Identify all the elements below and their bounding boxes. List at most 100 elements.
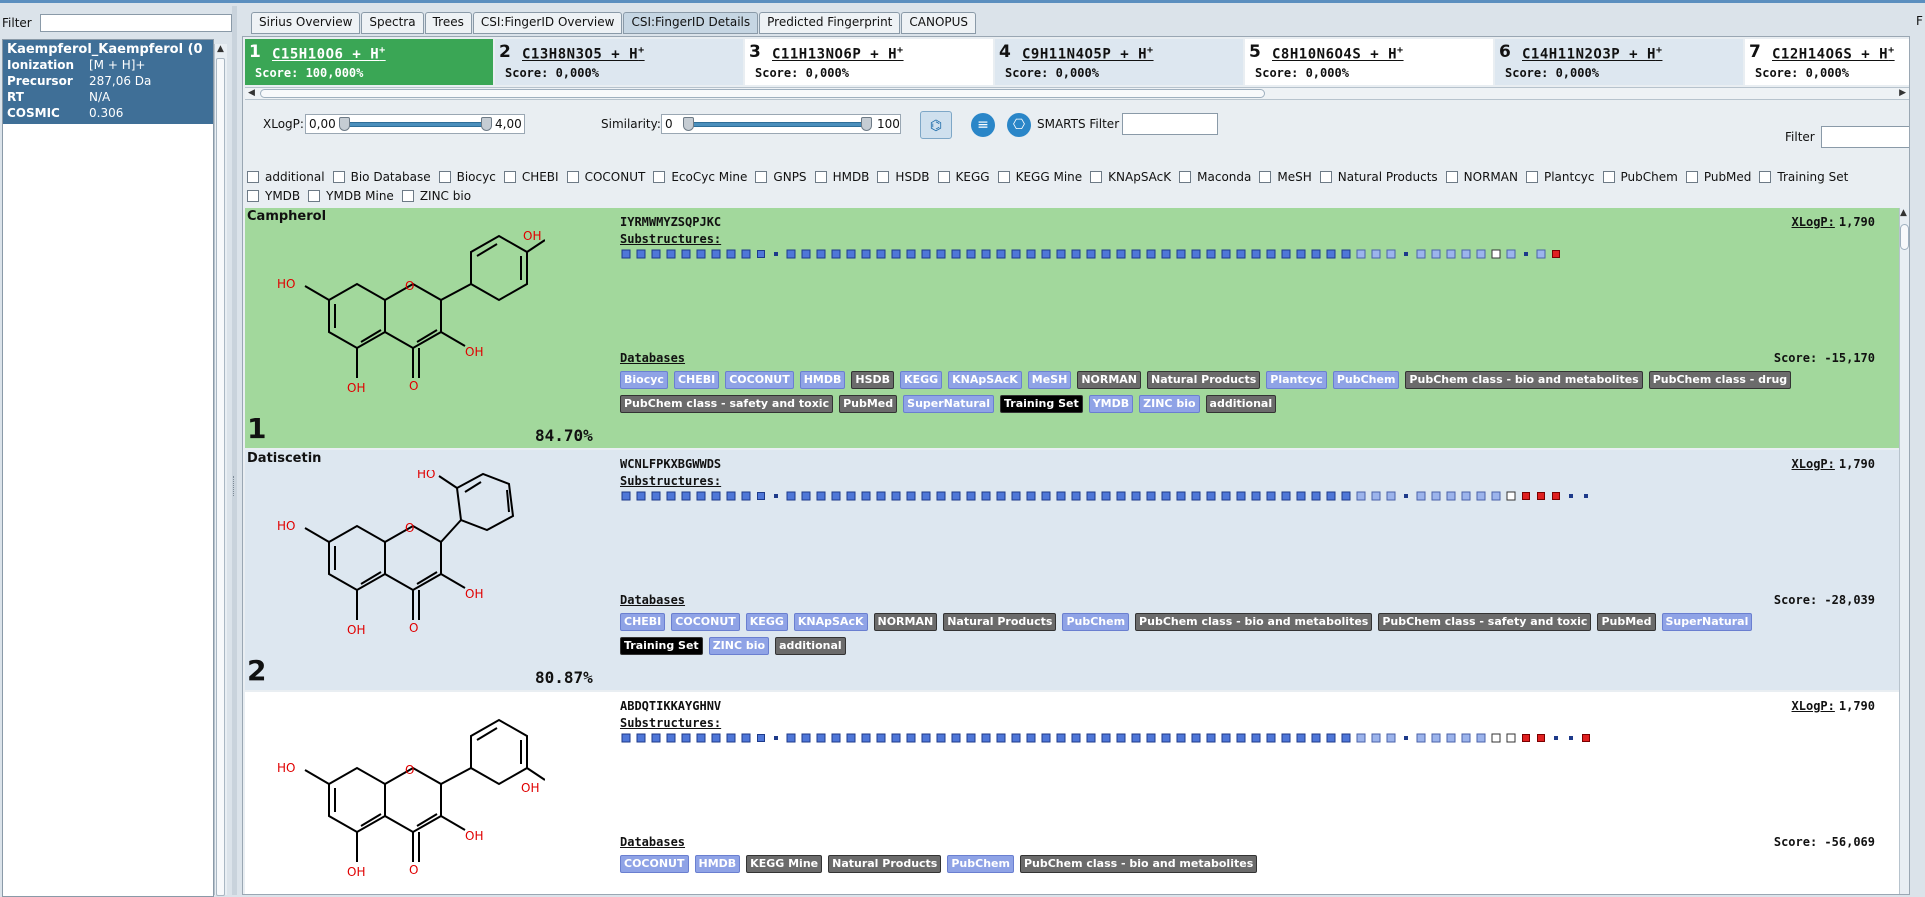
checkbox-box[interactable] [1090,170,1103,183]
tab-predicted-fingerprint[interactable]: Predicted Fingerprint [759,12,901,34]
scroll-up-icon[interactable]: ▲ [217,44,224,54]
checkbox-box[interactable] [1445,170,1458,183]
database-tag[interactable]: PubChem [947,855,1014,873]
tab-csi-fingerid-overview[interactable]: CSI:FingerID Overview [472,12,623,34]
database-tag[interactable]: PubChem class - bio and metabolites [1019,855,1258,873]
candidate-row-2[interactable]: Datiscetin O H [245,450,1905,690]
checkbox-box[interactable] [1319,170,1332,183]
database-checkbox-natural-products[interactable]: Natural Products [1319,167,1438,186]
database-tag[interactable]: KEGG [745,613,788,631]
candidate-strip-scrollbar[interactable]: ◀ ▶ [245,87,1909,100]
database-checkbox-coconut[interactable]: COCONUT [566,167,645,186]
candidate-filter-input[interactable] [1821,126,1909,148]
database-checkbox-training-set[interactable]: Training Set [1759,167,1848,186]
database-tag[interactable]: KEGG [900,371,943,389]
substructure-fingerprint[interactable] [620,248,1620,262]
database-tag[interactable]: Natural Products [1147,371,1261,389]
substructure-fingerprint[interactable] [620,732,1620,746]
checkbox-box[interactable] [247,170,259,183]
database-tag[interactable]: PubChem class - bio and metabolites [1135,613,1373,631]
slider-max-knob[interactable] [481,117,492,131]
checkbox-box[interactable] [937,170,950,183]
panel-splitter[interactable] [232,6,237,895]
database-checkbox-additional[interactable]: additional [247,167,325,186]
scrollbar-thumb[interactable] [216,58,225,896]
tab-trees[interactable]: Trees [424,12,472,34]
experiment-filter-input[interactable] [39,14,232,32]
checkbox-box[interactable] [997,170,1010,183]
formula-candidate-1[interactable]: 1 C15H10O6 + H+ Score: 100,000% [245,39,493,85]
database-checkbox-bio-database[interactable]: Bio Database [332,167,431,186]
tab-csi-fingerid-details[interactable]: CSI:FingerID Details [623,12,759,34]
checkbox-box[interactable] [247,189,259,202]
filter-toggle-icon[interactable]: ⌬ [920,111,952,139]
database-tag[interactable]: HMDB [694,855,741,873]
database-checkbox-pubchem[interactable]: PubChem [1602,167,1678,186]
database-checkbox-kegg[interactable]: KEGG [937,167,990,186]
database-checkbox-plantcyc[interactable]: Plantcyc [1525,167,1595,186]
database-checkbox-zinc-bio[interactable]: ZINC bio [401,186,471,205]
database-tag[interactable]: YMDB [1088,395,1134,413]
checkbox-box[interactable] [877,170,890,183]
experiment-list-scrollbar[interactable]: ▲ [214,44,227,896]
database-checkbox-hmdb[interactable]: HMDB [814,167,869,186]
checkbox-box[interactable] [1259,170,1272,183]
checkbox-box[interactable] [653,170,666,183]
database-tag[interactable]: PubChem class - safety and toxic [1378,613,1592,631]
similarity-range-slider[interactable]: 0 100 [661,114,901,134]
database-tag[interactable]: MeSH [1027,371,1072,389]
database-tag[interactable]: Biocyc [620,371,668,389]
database-tag[interactable]: Natural Products [828,855,942,873]
database-tag[interactable]: ZINC bio [708,637,770,655]
xlogp-range-slider[interactable]: 0,00 4,00 [305,114,525,134]
database-tag[interactable]: KEGG Mine [746,855,823,873]
database-checkbox-norman[interactable]: NORMAN [1445,167,1518,186]
scroll-left-icon[interactable]: ◀ [248,88,255,98]
database-checkbox-maconda[interactable]: Maconda [1179,167,1251,186]
substructure-fingerprint[interactable] [620,490,1620,504]
scrollbar-thumb[interactable] [1900,224,1909,250]
candidate-row-1[interactable]: Campherol O HO [245,208,1905,448]
database-checkbox-mesh[interactable]: MeSH [1259,167,1312,186]
database-tag[interactable]: PubChem class - bio and metabolites [1405,371,1643,389]
checkbox-box[interactable] [755,170,768,183]
database-checkbox-gnps[interactable]: GNPS [755,167,807,186]
slider-max-knob[interactable] [861,117,872,131]
candidate-list-scrollbar[interactable]: ▲ [1899,208,1909,894]
database-tag[interactable]: HSDB [851,371,895,389]
checkbox-box[interactable] [1685,170,1698,183]
formula-candidate-7[interactable]: 7 C12H14O6S + H+ Score: 0,000% [1745,39,1909,85]
checkbox-box[interactable] [566,170,579,183]
database-tag[interactable]: PubChem class - drug [1648,371,1792,389]
experiment-item-selected[interactable]: Kaempferol_Kaempferol (0 Ionization[M + … [3,40,213,124]
database-tag[interactable]: Training Set [620,637,703,655]
checkbox-box[interactable] [1759,170,1772,183]
formula-candidate-3[interactable]: 3 C11H13NO6P + H+ Score: 0,000% [745,39,993,85]
checkbox-box[interactable] [1179,170,1192,183]
formula-candidate-6[interactable]: 6 C14H11N2O3P + H+ Score: 0,000% [1495,39,1743,85]
database-tag[interactable]: additional [775,637,846,655]
database-tag[interactable]: PubChem [1062,613,1130,631]
database-checkbox-ecocyc-mine[interactable]: EcoCyc Mine [653,167,747,186]
database-tag[interactable]: ZINC bio [1139,395,1200,413]
database-tag[interactable]: KNApSAcK [948,371,1022,389]
checkbox-box[interactable] [814,170,827,183]
checkbox-box[interactable] [308,189,321,202]
database-tag[interactable]: CHEBI [673,371,720,389]
tab-sirius-overview[interactable]: Sirius Overview [251,12,361,34]
tab-canopus[interactable]: CANOPUS [901,12,977,34]
checkbox-box[interactable] [503,170,516,183]
database-tag[interactable]: COCONUT [725,371,794,389]
splitter-grip[interactable] [233,476,237,496]
checkbox-box[interactable] [1602,170,1615,183]
database-tag[interactable]: additional [1205,395,1277,413]
scroll-up-icon[interactable]: ▲ [1900,208,1907,218]
formula-candidate-2[interactable]: 2 C13H8N3O5 + H+ Score: 0,000% [495,39,743,85]
checkbox-box[interactable] [438,170,451,183]
database-checkbox-pubmed[interactable]: PubMed [1685,167,1751,186]
database-checkbox-hsdb[interactable]: HSDB [877,167,930,186]
database-tag[interactable]: PubChem [1332,371,1400,389]
smarts-filter-input[interactable] [1122,113,1218,135]
scrollbar-thumb[interactable] [260,89,1265,98]
database-tag[interactable]: KNApSAcK [793,613,868,631]
